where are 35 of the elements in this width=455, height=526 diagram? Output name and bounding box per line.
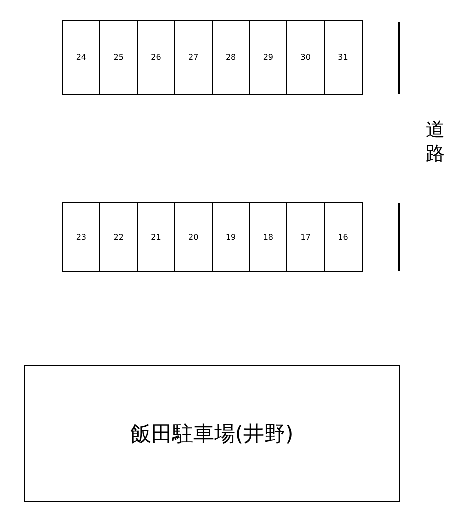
parking-space: [136, 202, 176, 272]
parking-space: [212, 20, 250, 95]
lot-name: 飯田駐車場(井野): [130, 420, 294, 448]
parking-space: [62, 20, 101, 95]
space-number: 25: [114, 53, 124, 62]
building-box: [24, 365, 400, 502]
parking-space: [174, 20, 214, 95]
parking-space: [62, 202, 101, 272]
space-number: 19: [226, 232, 236, 242]
space-number: 22: [114, 232, 124, 242]
parking-space: [99, 20, 138, 95]
space-number: 16: [338, 232, 348, 242]
parking-space: [136, 20, 176, 95]
space-number: 20: [188, 232, 199, 242]
parking-space: [99, 202, 138, 272]
space-number: 24: [76, 53, 87, 62]
parking-space: [324, 202, 363, 272]
road-label: 道路: [426, 118, 446, 166]
parking-space: [249, 20, 288, 95]
parking-space: [249, 202, 288, 272]
parking-space: [286, 202, 326, 272]
parking-space: [324, 20, 363, 95]
space-number: 27: [188, 53, 199, 62]
parking-space: [286, 20, 326, 95]
parking-space: [174, 202, 214, 272]
space-number: 28: [226, 53, 236, 62]
parking-space: [212, 202, 250, 272]
space-number: 18: [263, 232, 274, 242]
space-number: 31: [338, 53, 348, 62]
space-number: 23: [76, 232, 87, 242]
space-number: 30: [300, 53, 311, 62]
space-number: 29: [263, 53, 274, 62]
space-number: 26: [151, 53, 162, 62]
space-number: 17: [300, 232, 311, 242]
space-number: 21: [151, 232, 162, 242]
